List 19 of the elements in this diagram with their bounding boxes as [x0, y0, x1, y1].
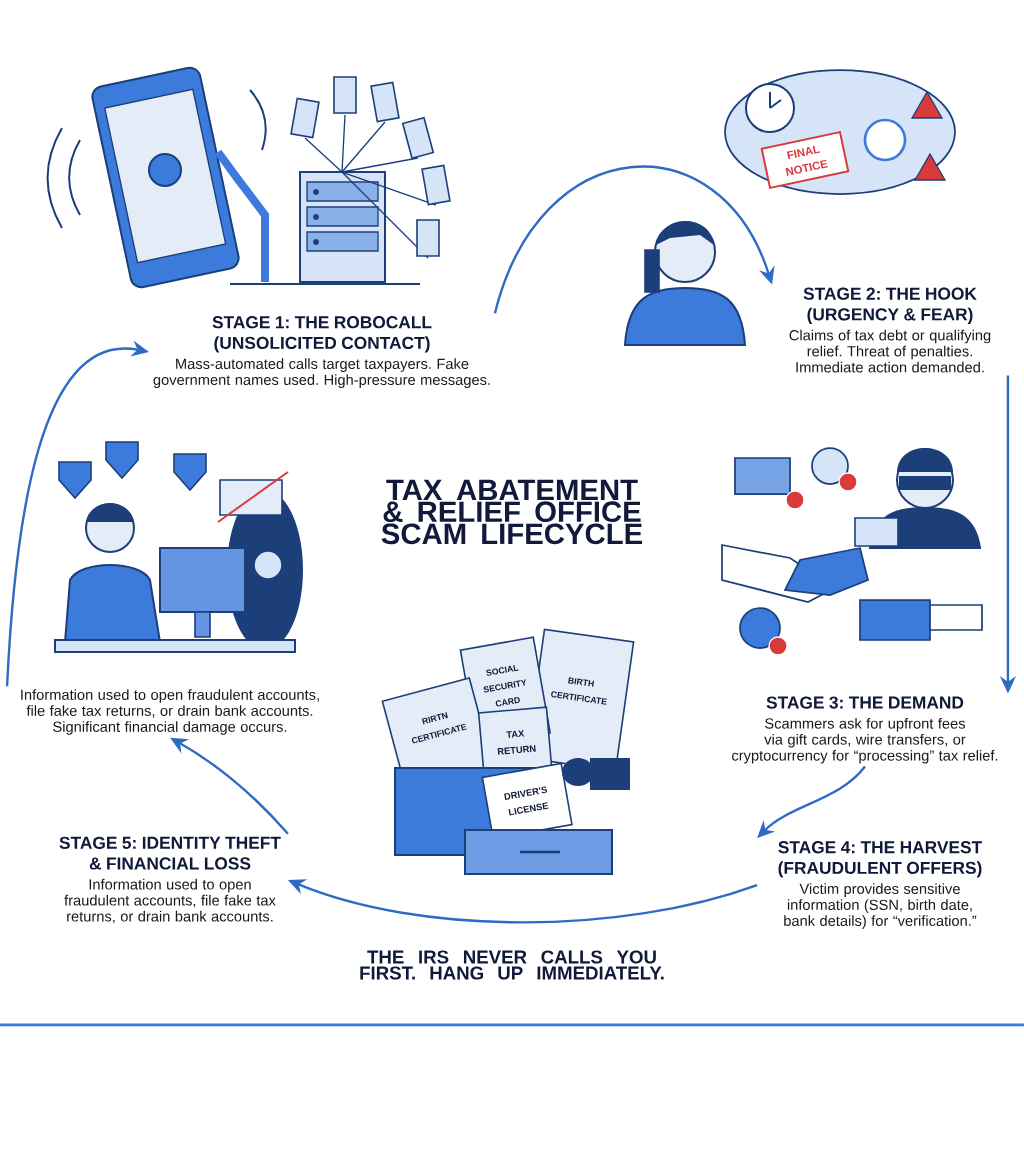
stage-heading: STAGE 4: THE HARVEST (FRAUDULENT OFFERS) [778, 841, 982, 878]
stage-heading: STAGE 3: THE DEMAND [766, 696, 964, 709]
stage-heading: STAGE 1: THE ROBOCALL (UNSOLICITED CONTACT) [212, 316, 432, 353]
document-label: DRIVER'S LICENSE [504, 786, 549, 816]
stage-heading: STAGE 2: THE HOOK (URGENCY & FEAR) [803, 287, 977, 324]
stage-description: Information used to open fraudulent accounts, file fake tax returns, or drain bank accounts. Significant financial damage occurs. [21, 689, 319, 735]
stage-description: Victim provides sensitive information (SSN, birth date, bank details) for “verification.” [784, 883, 977, 929]
document-label: TAX RETURN [497, 730, 536, 755]
stage-description: Information used to open fraudulent accounts, file fake tax returns, or drain bank accounts. [64, 878, 276, 924]
stage-description: Scammers ask for upfront fees via gift cards, wire transfers, or cryptocurrency for “processing” tax relief. [732, 717, 998, 764]
document-label: BIRTH CERTIFICATE [551, 677, 607, 705]
stage-description: Claims of tax debt or qualifying relief. Threat of penalties. Immediate action demanded. [789, 329, 991, 373]
title: TAX ABATEMENT & RELIEF OFFICE SCAM LIFECYCLE [381, 479, 643, 545]
document-label: SOCIAL SECURITY CARD [483, 665, 526, 707]
stage-description: Mass-automated calls target taxpayers. Fake government names used. High-pressure messages. [153, 358, 490, 388]
stage-heading: STAGE 5: IDENTITY THEFT & FINANCIAL LOSS [59, 836, 281, 870]
warning-text: THE IRS NEVER CALLS YOU FIRST. HANG UP IMMEDIATELY. [360, 950, 664, 980]
arrow [493, 166, 775, 314]
stamp-text: FINAL NOTICE [785, 145, 828, 176]
